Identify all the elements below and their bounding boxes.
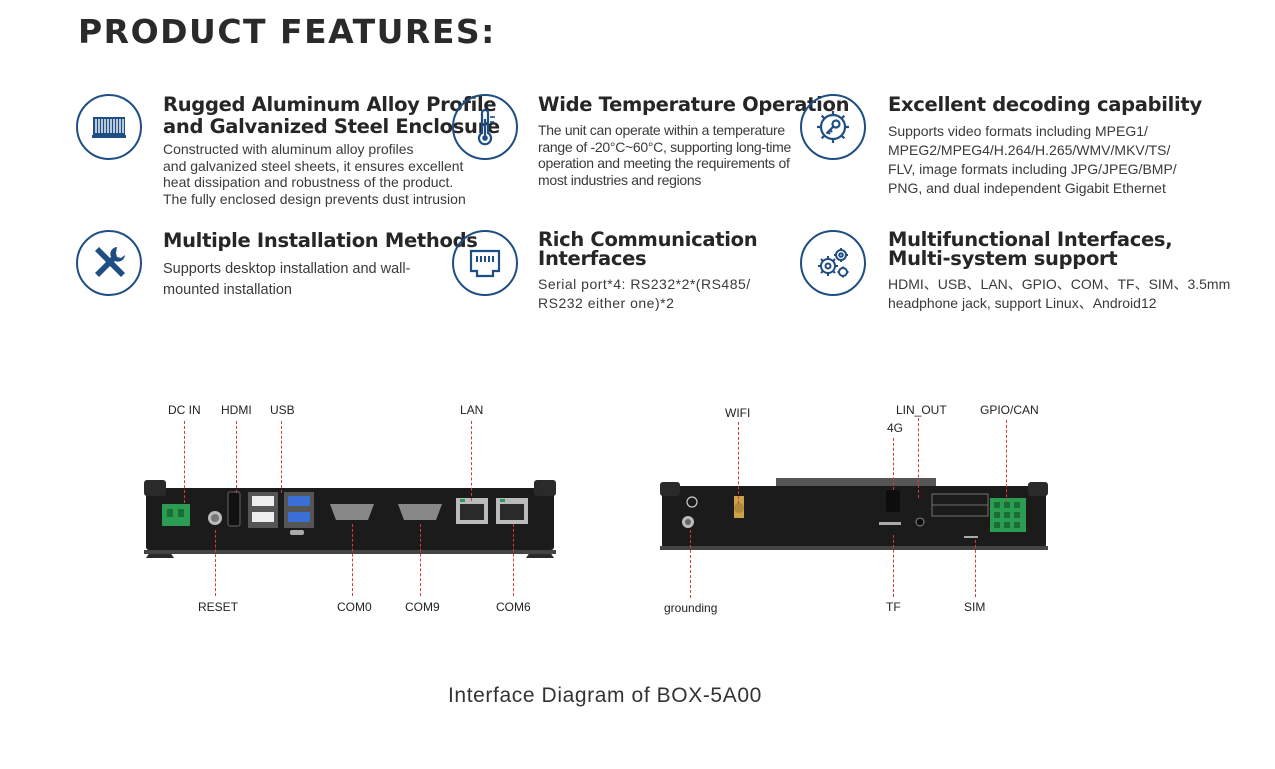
- label-com9: COM9: [405, 600, 440, 614]
- leader-sim: [975, 540, 976, 597]
- leader-lin-out: [918, 418, 919, 498]
- label-4g: 4G: [887, 421, 904, 435]
- feature-title-rugged: Rugged Aluminum Alloy Profile and Galvan…: [163, 93, 500, 138]
- feature-title-installation: Multiple Installation Methods: [163, 229, 478, 252]
- label-hdmi: HDMI: [221, 403, 252, 417]
- leader-hdmi: [236, 421, 237, 493]
- leader-com6: [513, 524, 514, 596]
- feature-title-multifunctional: Multifunctional Interfaces, Multi-system…: [888, 228, 1173, 270]
- feature-desc-rugged: Constructed with aluminum alloy profiles…: [163, 141, 466, 207]
- feature-desc-communication: Serial port*4: RS232*2*(RS485/ RS232 eit…: [538, 276, 751, 311]
- label-grounding: grounding: [664, 601, 718, 615]
- feature-desc-multifunctional: HDMI、USB、LAN、GPIO、COM、TF、SIM、3.5mm headp…: [888, 276, 1231, 311]
- leader-4g: [893, 438, 894, 490]
- leader-grounding: [690, 530, 691, 598]
- ethernet-port-icon: [452, 230, 518, 296]
- label-dc-in: DC IN: [168, 403, 201, 417]
- label-reset: RESET: [198, 600, 239, 614]
- leader-usb: [281, 421, 282, 493]
- leader-com9: [420, 524, 421, 596]
- page-title: PRODUCT FEATURES:: [78, 12, 496, 51]
- label-com0: COM0: [337, 600, 372, 614]
- front-device-image: [144, 480, 556, 558]
- leader-wifi: [738, 422, 739, 504]
- feature-title-temperature: Wide Temperature Operation: [538, 93, 850, 116]
- leader-com0: [352, 524, 353, 596]
- label-lin-out: LIN_OUT: [896, 403, 947, 417]
- thermometer-icon: [452, 94, 518, 160]
- feature-desc-installation: Supports desktop installation and wall- …: [163, 261, 411, 298]
- rear-device-image: [660, 478, 1048, 550]
- label-com6: COM6: [496, 600, 531, 614]
- gear-key-icon: [800, 94, 866, 160]
- leader-tf: [893, 535, 894, 597]
- leader-gpio-can: [1006, 420, 1007, 502]
- feature-title-decoding: Excellent decoding capability: [888, 93, 1202, 116]
- leader-reset: [215, 530, 216, 596]
- figure-caption: Interface Diagram of BOX-5A00: [448, 684, 762, 707]
- feature-desc-temperature: The unit can operate within a temperatur…: [538, 122, 791, 188]
- label-usb: USB: [270, 403, 295, 417]
- label-wifi: WIFI: [725, 406, 751, 420]
- label-lan: LAN: [460, 403, 484, 417]
- leader-dc-in: [184, 421, 185, 503]
- leader-lan: [471, 421, 472, 501]
- label-tf: TF: [886, 600, 901, 614]
- gears-icon: [800, 230, 866, 296]
- tools-icon: [76, 230, 142, 296]
- feature-title-communication: Rich Communication Interfaces: [538, 228, 758, 270]
- feature-desc-decoding: Supports video formats including MPEG1/ …: [888, 123, 1177, 196]
- heatsink-icon: [76, 94, 142, 160]
- label-sim: SIM: [964, 600, 986, 614]
- label-gpio-can: GPIO/CAN: [980, 403, 1039, 417]
